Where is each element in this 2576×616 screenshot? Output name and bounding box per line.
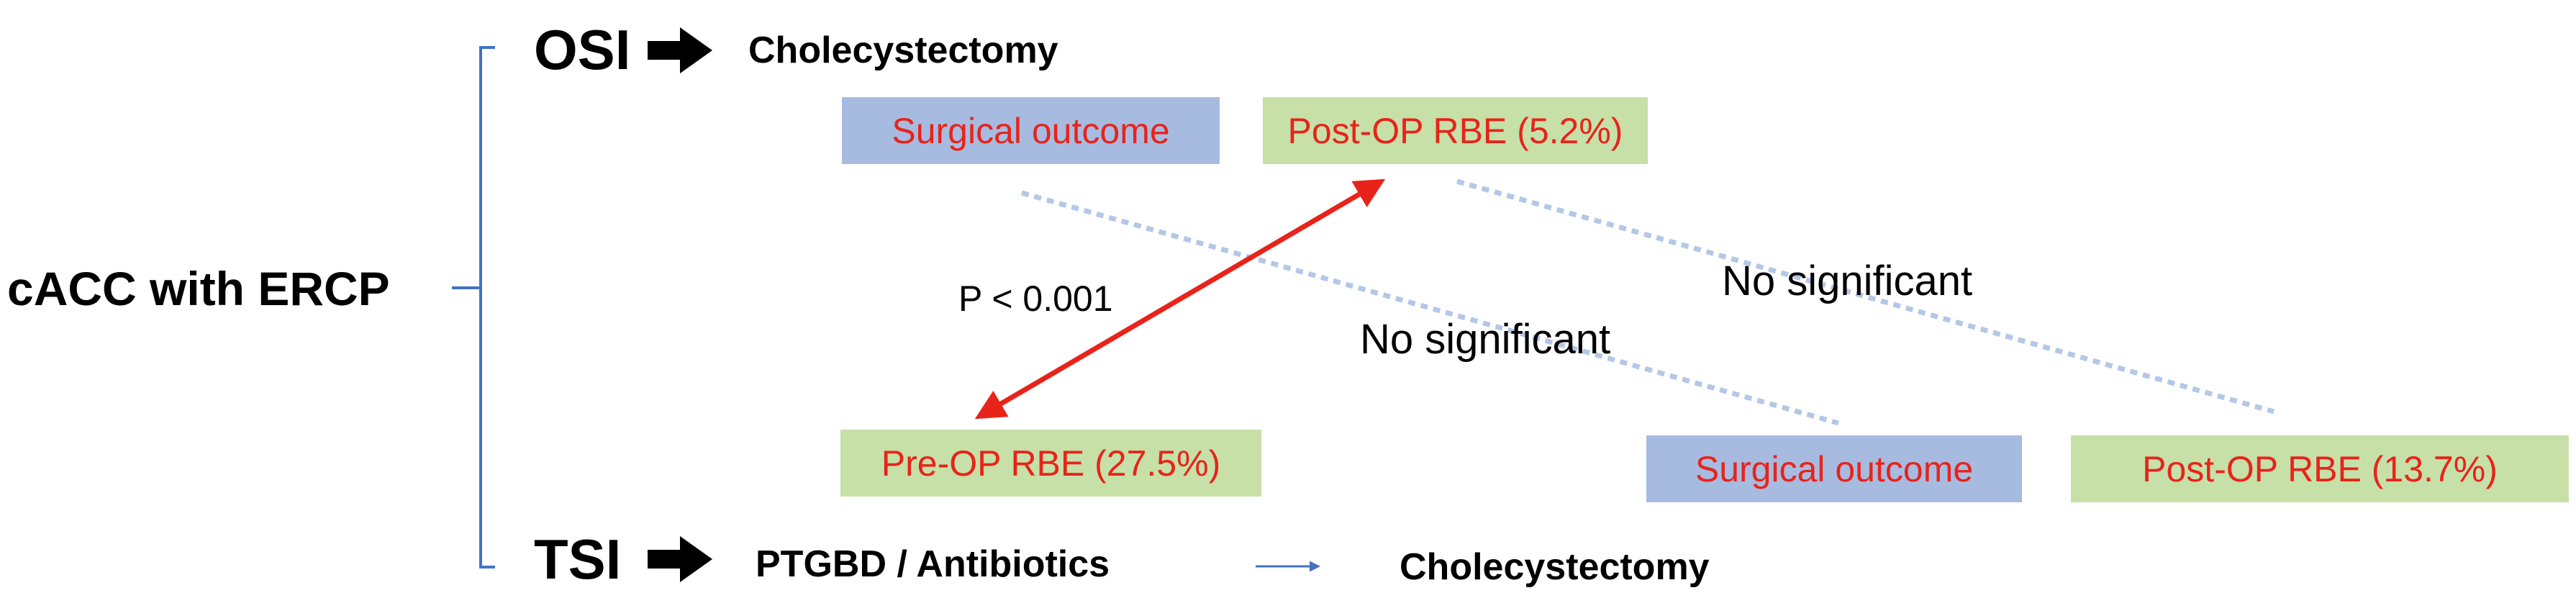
no-significant-label-1: No significant	[1360, 316, 1611, 363]
p-value-label: P < 0.001	[958, 278, 1113, 319]
tsi-step-cholecystectomy: Cholecystectomy	[1400, 546, 1710, 588]
tsi-preop-rbe-box: Pre-OP RBE (27.5%)	[840, 430, 1261, 497]
osi-surgical-outcome-box: Surgical outcome	[842, 97, 1220, 164]
root-label: cACC with ERCP	[7, 262, 390, 315]
osi-step-cholecystectomy: Cholecystectomy	[748, 30, 1058, 71]
branch-bracket	[452, 46, 495, 569]
tsi-label: TSI	[534, 527, 622, 591]
osi-arrow-icon	[648, 27, 712, 73]
tsi-arrow-icon	[648, 536, 712, 582]
preop-postop-double-arrow	[974, 178, 1386, 420]
osi-postop-rbe-box: Post-OP RBE (5.2%)	[1263, 97, 1648, 164]
tsi-surgical-outcome-box: Surgical outcome	[1646, 435, 2022, 502]
tsi-step-ptgbd-antibiotics: PTGBD / Antibiotics	[756, 543, 1110, 585]
osi-label: OSI	[534, 18, 631, 81]
dotted-line-surgical-outcome	[1021, 190, 1839, 426]
no-significant-label-2: No significant	[1722, 258, 1973, 304]
tsi-postop-rbe-box: Post-OP RBE (13.7%)	[2071, 435, 2569, 502]
